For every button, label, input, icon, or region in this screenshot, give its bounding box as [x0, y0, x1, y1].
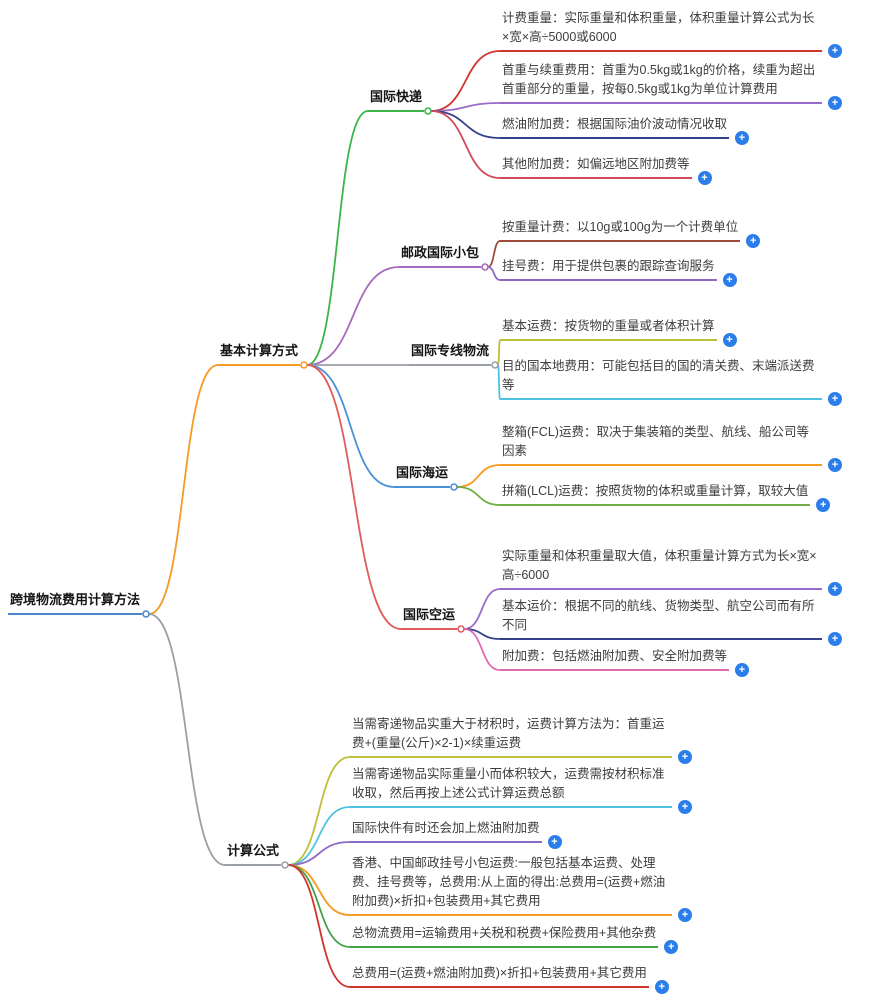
expand-icon[interactable]: + [735, 131, 750, 145]
node-label: 拼箱(LCL)运费：按照货物的体积或重量计算，取较大值 [502, 484, 809, 498]
leaf-billable-weight[interactable]: 计费重量：实际重量和体积重量，体积重量计算公式为长×宽×高÷5000或6000 … [500, 8, 842, 58]
expand-icon[interactable]: + [654, 980, 669, 994]
leaf-formula-volumetric[interactable]: 当需寄递物品实际重量小而体积较大，运费需按材积标准收取，然后再按上述公式计算运费… [350, 764, 692, 814]
leaf-basic-freight[interactable]: 基本运费：按货物的重量或者体积计算 + [500, 316, 737, 347]
leaf-actual-vs-volumetric-weight[interactable]: 实际重量和体积重量取大值，体积重量计算方式为长×宽×高÷6000 + [500, 546, 842, 596]
expand-icon[interactable]: + [828, 458, 842, 472]
node-label: 实际重量和体积重量取大值，体积重量计算方式为长×宽×高÷6000 [502, 549, 817, 582]
leaf-formula-total-logistics-cost[interactable]: 总物流费用=运输费用+关税和税费+保险费用+其他杂费 + [350, 923, 679, 954]
expand-icon[interactable]: + [828, 582, 842, 596]
node-label: 总费用=(运费+燃油附加费)×折扣+包装费用+其它费用 [352, 966, 647, 980]
node-label: 按重量计费：以10g或100g为一个计费单位 [502, 220, 739, 234]
expand-icon[interactable]: + [664, 940, 679, 954]
node-label: 目的国本地费用：可能包括目的国的清关费、末端派送费等 [502, 359, 815, 392]
node-label: 国际海运 [396, 465, 449, 480]
node-label: 挂号费：用于提供包裹的跟踪查询服务 [502, 259, 715, 273]
expand-icon[interactable]: + [678, 908, 692, 922]
leaf-formula-hk-china-post[interactable]: 香港、中国邮政挂号小包运费:一般包括基本运费、处理费、挂号费等，总费用:从上面的… [350, 853, 692, 922]
node-label: 香港、中国邮政挂号小包运费:一般包括基本运费、处理费、挂号费等，总费用:从上面的… [352, 856, 666, 908]
leaf-registration-fee[interactable]: 挂号费：用于提供包裹的跟踪查询服务 + [500, 256, 737, 287]
expand-icon[interactable]: + [735, 663, 750, 677]
subbranch-dedicated-line-logistics[interactable]: 国际专线物流 [409, 340, 492, 366]
expand-icon[interactable]: + [678, 800, 692, 814]
node-label: 国际空运 [403, 607, 456, 622]
node-label: 邮政国际小包 [401, 245, 480, 260]
expand-icon[interactable]: + [828, 632, 842, 646]
expand-icon[interactable]: + [828, 96, 842, 110]
node-label: 计算公式 [227, 843, 280, 858]
leaf-fcl-freight[interactable]: 整箱(FCL)运费：取决于集装箱的类型、航线、船公司等因素 + [500, 422, 842, 472]
expand-icon[interactable]: + [722, 273, 737, 287]
node-label: 基本运价：根据不同的航线、货物类型、航空公司而有所不同 [502, 599, 815, 632]
node-label: 其他附加费：如偏远地区附加费等 [502, 157, 690, 171]
expand-icon[interactable]: + [816, 498, 831, 512]
node-label: 基本运费：按货物的重量或者体积计算 [502, 319, 715, 333]
expand-icon[interactable]: + [828, 392, 842, 406]
root-node-cross-border-logistics[interactable]: 跨境物流费用计算方法 [8, 589, 143, 615]
leaf-fuel-surcharge[interactable]: 燃油附加费：根据国际油价波动情况收取 + [500, 114, 750, 145]
branch-calculation-formulas[interactable]: 计算公式 [225, 840, 282, 866]
subbranch-international-express[interactable]: 国际快递 [368, 86, 425, 112]
node-label: 国际专线物流 [411, 343, 490, 358]
expand-icon[interactable]: + [697, 171, 712, 185]
expand-icon[interactable]: + [828, 44, 842, 58]
leaf-destination-local-costs[interactable]: 目的国本地费用：可能包括目的国的清关费、末端派送费等 + [500, 356, 842, 406]
node-label: 国际快递 [370, 89, 423, 104]
leaf-formula-fuel-surcharge[interactable]: 国际快件有时还会加上燃油附加费 + [350, 818, 562, 849]
leaf-other-surcharges[interactable]: 其他附加费：如偏远地区附加费等 + [500, 154, 712, 185]
node-label: 国际快件有时还会加上燃油附加费 [352, 821, 540, 835]
node-label: 当需寄递物品实重大于材积时，运费计算方法为：首重运费+(重量(公斤)×2-1)×… [352, 717, 665, 750]
subbranch-international-sea-freight[interactable]: 国际海运 [394, 462, 451, 488]
leaf-formula-actual-weight[interactable]: 当需寄递物品实重大于材积时，运费计算方法为：首重运费+(重量(公斤)×2-1)×… [350, 714, 692, 764]
node-label: 当需寄递物品实际重量小而体积较大，运费需按材积标准收取，然后再按上述公式计算运费… [352, 767, 665, 800]
node-label: 计费重量：实际重量和体积重量，体积重量计算公式为长×宽×高÷5000或6000 [502, 11, 815, 44]
leaf-lcl-freight[interactable]: 拼箱(LCL)运费：按照货物的体积或重量计算，取较大值 + [500, 481, 831, 512]
leaf-base-rate[interactable]: 基本运价：根据不同的航线、货物类型、航空公司而有所不同 + [500, 596, 842, 646]
node-label: 首重与续重费用：首重为0.5kg或1kg的价格，续重为超出首重部分的重量，按每0… [502, 63, 816, 96]
expand-icon[interactable]: + [746, 234, 761, 248]
expand-icon[interactable]: + [678, 750, 692, 764]
expand-icon[interactable]: + [722, 333, 737, 347]
subbranch-international-air-freight[interactable]: 国际空运 [401, 604, 458, 630]
leaf-weight-based-billing[interactable]: 按重量计费：以10g或100g为一个计费单位 + [500, 217, 761, 248]
subbranch-postal-small-packet[interactable]: 邮政国际小包 [399, 242, 482, 268]
branch-basic-calculation-methods[interactable]: 基本计算方式 [218, 340, 301, 366]
node-label: 跨境物流费用计算方法 [10, 592, 141, 607]
leaf-surcharges[interactable]: 附加费：包括燃油附加费、安全附加费等 + [500, 646, 750, 677]
leaf-first-additional-weight-fee[interactable]: 首重与续重费用：首重为0.5kg或1kg的价格，续重为超出首重部分的重量，按每0… [500, 60, 842, 110]
node-label: 基本计算方式 [220, 343, 299, 358]
node-label: 整箱(FCL)运费：取决于集装箱的类型、航线、船公司等因素 [502, 425, 809, 458]
node-label: 总物流费用=运输费用+关税和税费+保险费用+其他杂费 [352, 926, 657, 940]
expand-icon[interactable]: + [547, 835, 562, 849]
node-label: 燃油附加费：根据国际油价波动情况收取 [502, 117, 728, 131]
node-label: 附加费：包括燃油附加费、安全附加费等 [502, 649, 728, 663]
leaf-formula-total-cost[interactable]: 总费用=(运费+燃油附加费)×折扣+包装费用+其它费用 + [350, 963, 669, 994]
